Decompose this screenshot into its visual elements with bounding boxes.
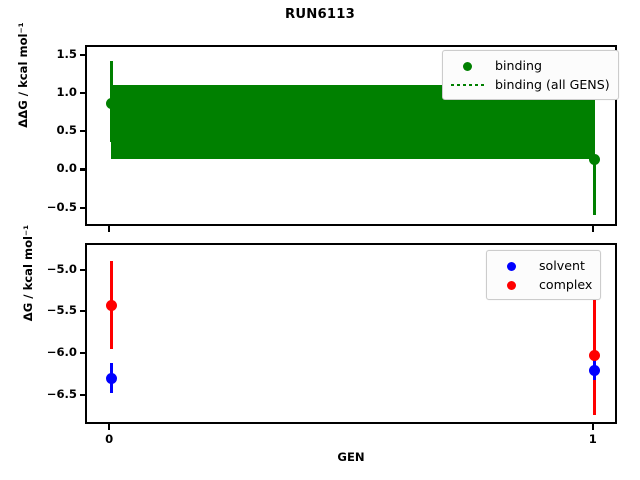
- x-axis-title: GEN: [337, 450, 365, 464]
- bottom-plot-legend[interactable]: solvent complex: [486, 250, 602, 300]
- legend-entry-binding-all-gens[interactable]: binding (all GENS): [450, 75, 610, 94]
- complex-point-gen0[interactable]: [105, 299, 117, 311]
- legend-label-binding: binding: [495, 58, 542, 73]
- binding-point-gen1[interactable]: [589, 153, 601, 165]
- legend-entry-complex[interactable]: complex: [494, 275, 592, 294]
- y-tick-mark: [79, 393, 85, 396]
- y-tick-label: −0.5: [46, 199, 77, 214]
- y-tick-mark: [79, 206, 85, 209]
- y-tick-mark: [79, 268, 85, 271]
- bottom-plot-y-axis-title: ΔG / kcal mol⁻¹: [21, 224, 35, 322]
- legend-label-complex: complex: [539, 277, 593, 292]
- y-tick-label: 1.0: [56, 85, 77, 100]
- x-tick-mark: [108, 424, 111, 430]
- y-tick-mark: [79, 53, 85, 57]
- legend-label-binding-all-gens: binding (all GENS): [495, 77, 610, 92]
- x-tick-label: 1: [588, 432, 597, 446]
- top-plot-y-axis-title: ΔΔG / kcal mol⁻¹: [16, 22, 30, 128]
- binding-errorbar-gen1: [593, 159, 597, 216]
- top-plot-legend[interactable]: binding binding (all GENS): [442, 50, 619, 100]
- legend-entry-binding[interactable]: binding: [450, 56, 610, 75]
- y-tick-mark: [79, 352, 85, 355]
- legend-label-solvent: solvent: [539, 258, 585, 273]
- x-tick-mark: [591, 424, 594, 430]
- y-tick-mark: [79, 168, 85, 171]
- y-tick-label: −5.5: [46, 303, 77, 318]
- y-tick-label: −5.0: [46, 261, 77, 276]
- green-dot-icon: [450, 59, 486, 73]
- solvent-point-gen1[interactable]: [589, 364, 601, 376]
- y-tick-label: −6.0: [46, 345, 77, 360]
- figure-title: RUN6113: [284, 7, 355, 22]
- y-tick-mark: [79, 92, 85, 95]
- x-tick-mark: [591, 226, 594, 232]
- x-tick-label: 0: [105, 432, 114, 446]
- solvent-point-gen0[interactable]: [105, 372, 117, 384]
- y-tick-label: 0.5: [56, 123, 77, 138]
- green-dotted-line-icon: [450, 78, 486, 92]
- x-tick-mark: [108, 226, 111, 232]
- legend-entry-solvent[interactable]: solvent: [494, 256, 592, 275]
- y-tick-mark: [79, 310, 85, 313]
- y-tick-label: −6.5: [46, 386, 77, 401]
- y-tick-label: 1.5: [56, 46, 77, 61]
- blue-dot-icon: [494, 259, 530, 273]
- y-tick-label: 0.0: [56, 161, 77, 176]
- y-tick-mark: [79, 130, 85, 133]
- binding-point-gen0[interactable]: [105, 98, 117, 109]
- complex-point-gen1[interactable]: [589, 350, 601, 362]
- red-dot-icon: [494, 278, 530, 292]
